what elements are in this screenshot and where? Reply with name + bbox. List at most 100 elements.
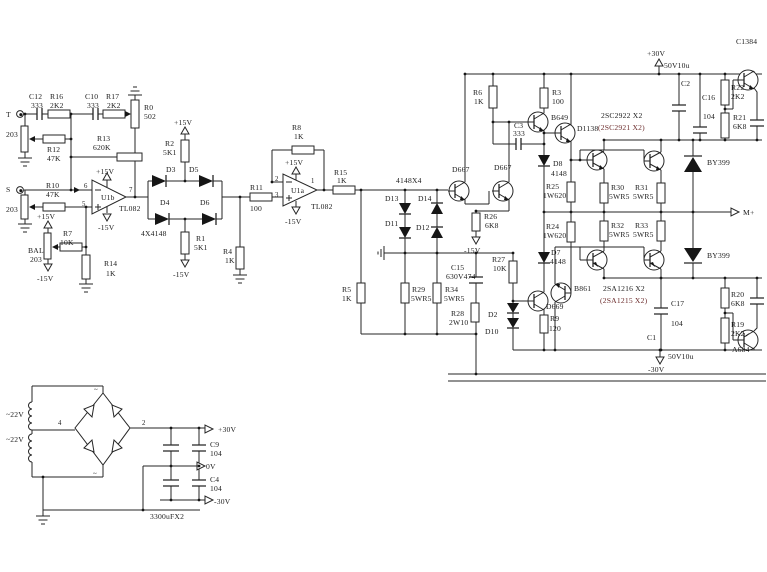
label-c4: C4: [210, 475, 219, 484]
label-d10: D10: [485, 327, 499, 336]
label-r11: R11: [250, 183, 263, 192]
label-r17: R17: [106, 92, 119, 101]
label-a684: A684: [732, 345, 750, 354]
label-r33-val: 5WR5: [633, 230, 654, 239]
label-c15-val: 630V474: [446, 272, 476, 281]
resistor-r33: [656, 220, 666, 242]
label-d2: D2: [488, 310, 498, 319]
resistor-r21: [720, 112, 730, 139]
diode-d13-icon: [399, 203, 411, 214]
resistor-r20: [720, 287, 730, 309]
label-u1a-vplus: +15V: [285, 158, 303, 167]
label-u1a: U1a: [291, 186, 305, 195]
transistor-d669-icon: [527, 290, 549, 312]
label-bal: BAL: [28, 246, 44, 255]
label-r8: R8: [292, 123, 301, 132]
label-psu-m30: -30V: [214, 497, 231, 506]
label-pnp-pair: 2SA1216 X2: [603, 284, 645, 293]
label-npn-pair: 2SC2922 X2: [601, 111, 642, 120]
label-r6: R6: [473, 88, 482, 97]
label-u1b: U1b: [101, 193, 115, 202]
label-r13: R13: [97, 134, 110, 143]
resistor-r24: [566, 221, 576, 243]
label-d667-left: D667: [452, 165, 470, 174]
label-d3: D3: [166, 165, 176, 174]
label-b861: B861: [574, 284, 591, 293]
label-r30: R30: [611, 183, 624, 192]
label-d669: D669: [546, 302, 564, 311]
label-r31-val: 5WR5: [633, 192, 654, 201]
label-u1b-ic: TL082: [119, 204, 141, 213]
transistor-c1384-icon: [737, 69, 759, 91]
label-c10: C10: [85, 92, 98, 101]
label-c12-val: 333: [31, 101, 43, 110]
label-m-plus: M+: [743, 208, 754, 217]
resistor-r28: [470, 302, 480, 323]
ground-symbols: [18, 86, 389, 525]
label-r28: R28: [451, 309, 464, 318]
transistor-2sa1216-right-icon: [643, 249, 665, 271]
label-pin2: 2: [275, 176, 279, 183]
label-r4: R4: [223, 247, 232, 256]
label-r9-val: 120: [549, 324, 561, 333]
bridge-rectifier-outline: [74, 392, 131, 466]
label-r12: R12: [47, 145, 60, 154]
label-u1b-vminus: -15V: [98, 223, 115, 232]
diode-d3-icon: [152, 175, 166, 187]
transistor-b649-icon: [527, 111, 549, 133]
label-r21-val: 6K8: [733, 122, 747, 131]
resistor-r14: [81, 254, 91, 280]
label-by399-bottom: BY399: [707, 251, 730, 260]
label-r7: R7: [63, 229, 72, 238]
label-r19: R19: [731, 320, 744, 329]
pot-s-203: [20, 194, 29, 220]
label-r26: R26: [484, 212, 497, 221]
resistor-r22: [720, 79, 730, 106]
resistor-r7: [59, 242, 83, 252]
label-c17-val: 104: [671, 319, 683, 328]
resistor-r4: [235, 246, 245, 270]
label-50v10u-top: 50V10u: [664, 61, 690, 70]
label-bridge-ac-bottom: ~: [93, 471, 97, 478]
label-r24: R24: [546, 222, 559, 231]
label-r4-val: 1K: [225, 256, 235, 265]
label-r31: R31: [635, 183, 648, 192]
power-arrow-icons: [43, 57, 741, 505]
label-d667-right: D667: [494, 163, 512, 172]
label-r14: R14: [104, 259, 117, 268]
label-r25-val: 1W620: [543, 191, 566, 200]
label-d13: D13: [385, 194, 399, 203]
label-pot-t: 203: [6, 130, 18, 139]
label-r16-val: 2K2: [50, 101, 64, 110]
label-r0: R0: [144, 103, 153, 112]
label-s: S: [6, 185, 10, 194]
label-r5: R5: [342, 285, 351, 294]
label-c9-val: 104: [210, 449, 222, 458]
label-c12: C12: [29, 92, 42, 101]
label-d7: D7: [551, 248, 561, 257]
pot-t-203: [20, 125, 29, 153]
diode-d8-icon: [538, 155, 550, 166]
label-c16-val: 104: [703, 112, 715, 121]
label-r22-val: 2K2: [731, 92, 745, 101]
diode-by399-top-icon: [684, 157, 702, 172]
transistor-d1138-icon: [554, 122, 576, 144]
label-r1-val: 5K1: [194, 243, 208, 252]
label-r3: R3: [552, 88, 561, 97]
label-r25: R25: [546, 182, 559, 191]
label-c1384: C1384: [736, 37, 757, 46]
label-winding2: ~22V: [6, 435, 24, 444]
opamp-u1b: [91, 179, 128, 215]
label-r10-val: 47K: [46, 190, 60, 199]
label-r1-vminus: -15V: [173, 270, 190, 279]
label-c16: C16: [702, 93, 715, 102]
label-50v10u-bottom: 50V10u: [668, 352, 694, 361]
label-d8-val: 4148: [551, 169, 567, 178]
label-r2: R2: [165, 139, 174, 148]
label-pot-s: 203: [6, 205, 18, 214]
resistor-r25: [566, 181, 576, 203]
label-c1: C1: [647, 333, 656, 342]
input-connectors: [16, 110, 24, 194]
resistor-r30: [599, 182, 609, 204]
label-bal-vplus: +15V: [37, 212, 55, 221]
